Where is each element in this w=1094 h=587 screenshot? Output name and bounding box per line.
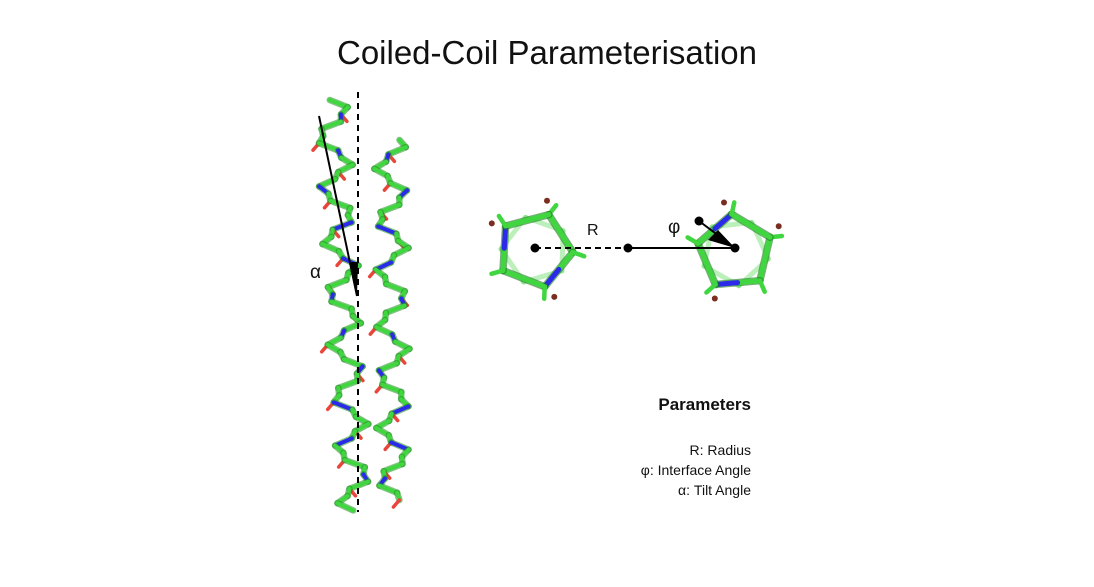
parameter-radius: R: Radius [560, 442, 751, 458]
side-chain-bond [688, 237, 698, 243]
side-chain-bond [706, 285, 715, 293]
alpha-label: α [310, 262, 321, 283]
carbonyl-oxygen-bond [393, 500, 399, 507]
parameters-heading: Parameters [600, 395, 751, 415]
parameter-interface-angle: φ: Interface Angle [560, 462, 751, 478]
interface-point [695, 217, 704, 226]
tilt-angle-wedge [350, 262, 358, 296]
super-helix-center-point [624, 244, 633, 253]
oxygen-atom [721, 200, 727, 206]
side-chain-bond [732, 202, 735, 214]
ring-bond [738, 281, 760, 283]
parameter-tilt-angle: α: Tilt Angle [560, 482, 751, 498]
helix-center-point-right [731, 244, 740, 253]
side-chain-bond [760, 281, 765, 292]
side-view-helix-right [370, 140, 410, 507]
oxygen-atom [489, 220, 495, 226]
oxygen-atom [776, 223, 782, 229]
helix-center-point-left [531, 244, 540, 253]
phi-label: φ [668, 217, 680, 238]
page-title: Coiled-Coil Parameterisation [0, 34, 1094, 72]
ring-bond [503, 248, 504, 270]
oxygen-atom [551, 294, 557, 300]
side-chain-bond [544, 287, 545, 299]
oxygen-atom [712, 296, 718, 302]
side-chain-bond [492, 271, 504, 274]
oxygen-atom [544, 198, 550, 204]
side-view-helix-left [313, 100, 368, 510]
side-chain-bond [499, 216, 506, 226]
ring-bond [506, 220, 528, 226]
radius-label: R [587, 222, 599, 239]
ring-bond [527, 215, 549, 221]
